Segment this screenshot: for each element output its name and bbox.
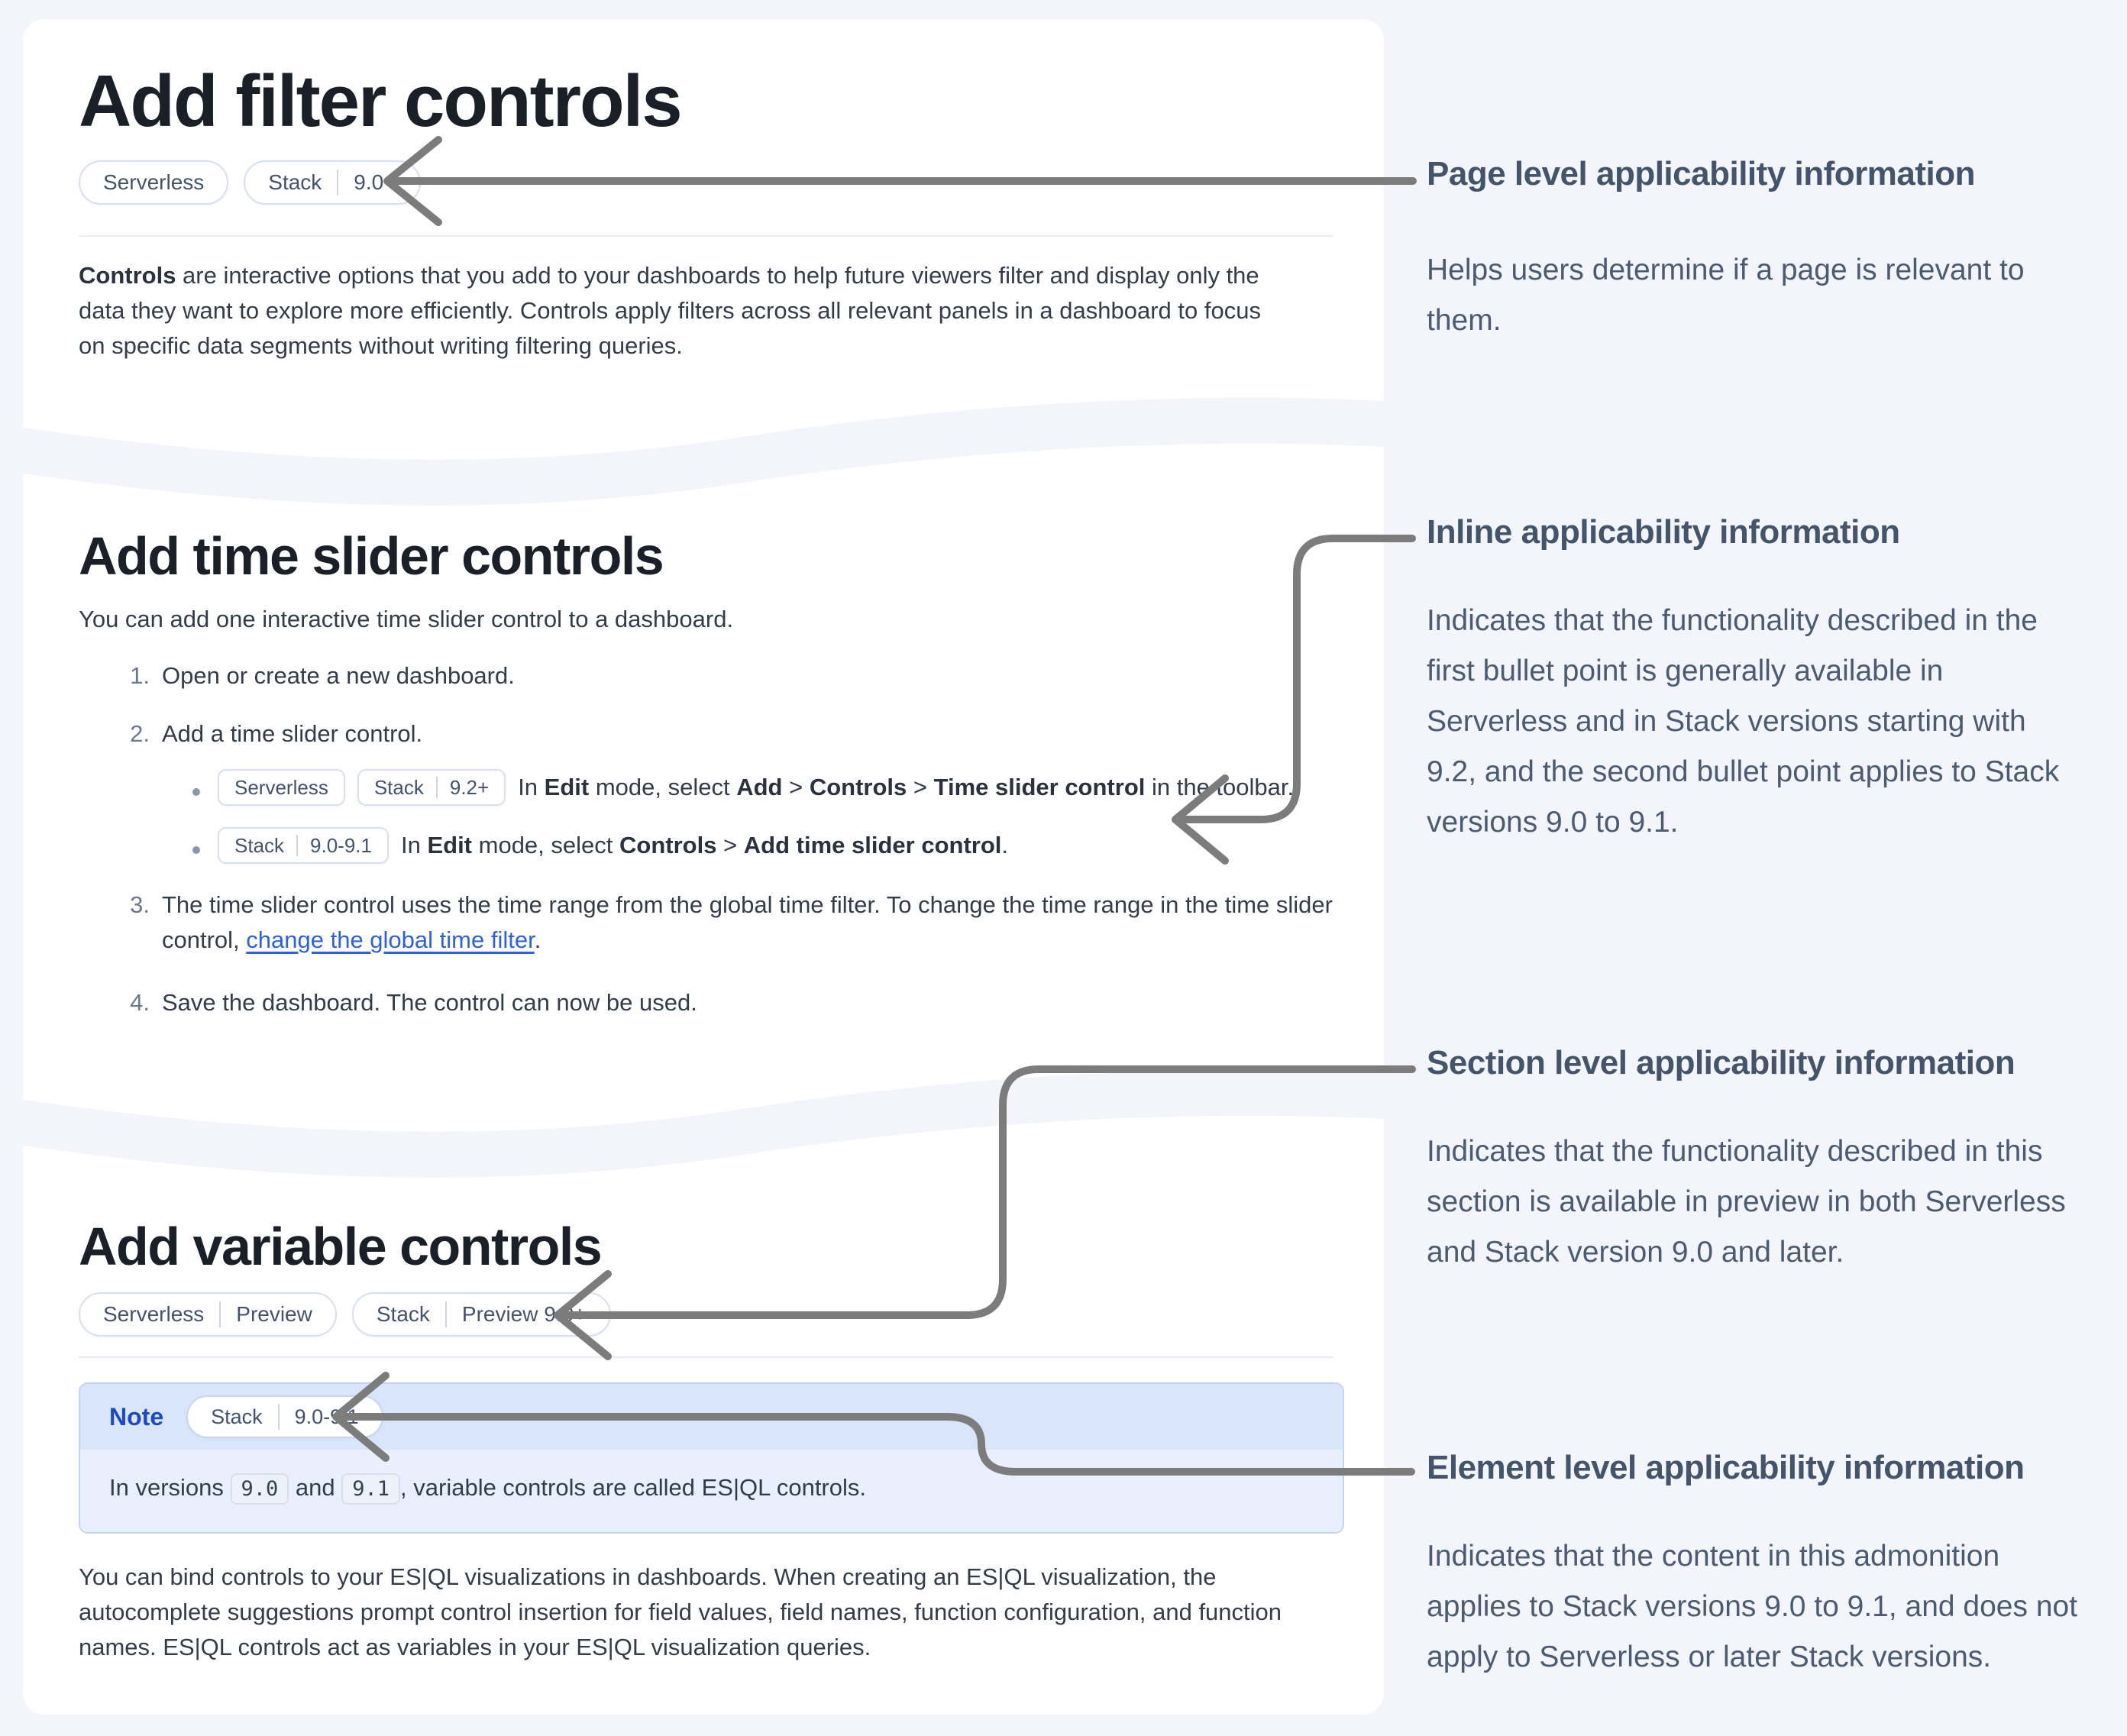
badge-label: Serverless (103, 170, 205, 194)
badge-stack-version[interactable]: Stack 9.2+ (357, 769, 506, 806)
inline-code: 9.1 (341, 1473, 401, 1505)
bullet-text: In Edit mode, select Add > Controls > Ti… (518, 774, 1295, 800)
badge-lifecycle: Preview (219, 1301, 312, 1327)
badge-label: Stack (211, 1405, 263, 1428)
section-wave-divider (23, 1069, 1384, 1178)
bullet-text: In Edit mode, select Controls > Add time… (400, 832, 1009, 858)
page-title: Add filter controls (79, 60, 683, 142)
section-title-time-slider: Add time slider controls (79, 526, 664, 586)
page-applicability-badges: Serverless Stack 9.0+ (79, 160, 421, 205)
badge-label: Stack (234, 833, 285, 857)
annotation-title: Element level applicability information (1427, 1449, 2025, 1486)
badge-label: Serverless (103, 1302, 205, 1326)
badge-serverless-preview[interactable]: Serverless Preview (79, 1292, 337, 1337)
bullet-item-stack-90-91: Stack 9.0-9.1 In Edit mode, select Contr… (218, 827, 1008, 864)
bullet-icon (192, 846, 200, 854)
badge-label: Serverless (234, 775, 328, 799)
bullet-item-serverless-92: Serverless Stack 9.2+ In Edit mode, sele… (218, 769, 1294, 806)
note-body: In versions 9.0 and 9.1, variable contro… (80, 1450, 1343, 1532)
badge-stack-version[interactable]: Stack 9.0+ (244, 160, 421, 205)
divider (79, 235, 1333, 237)
badge-label: Stack (373, 775, 424, 799)
annotation-body: Indicates that the functionality describ… (1427, 1135, 2066, 1269)
inline-code: 9.0 (230, 1473, 289, 1505)
badge-serverless[interactable]: Serverless (79, 160, 229, 205)
page-intro-paragraph: Controls are interactive options that yo… (79, 262, 1261, 359)
annotation-inline-level: Inline applicability information Indicat… (1427, 513, 2083, 848)
variable-controls-paragraph: You can bind controls to your ES|QL visu… (79, 1563, 1282, 1660)
list-number: 2. (130, 720, 150, 747)
annotation-body: Helps users determine if a page is relev… (1427, 254, 2025, 337)
list-number: 4. (130, 989, 150, 1016)
time-slider-intro: You can add one interactive time slider … (79, 606, 734, 632)
annotation-body: Indicates that the content in this admon… (1427, 1540, 2078, 1673)
section-wave-divider (23, 397, 1384, 506)
section-title-variable-controls: Add variable controls (79, 1217, 603, 1276)
badge-label: Stack (268, 170, 322, 194)
annotation-element-level: Element level applicability information … (1427, 1449, 2083, 1683)
note-label: Note (109, 1402, 164, 1431)
badge-stack-version[interactable]: Stack 9.0-9.1 (218, 827, 389, 864)
time-slider-steps: 1. Open or create a new dashboard. 2. Ad… (115, 658, 1333, 1040)
badge-version: 9.0-9.1 (296, 834, 372, 857)
divider (79, 1356, 1333, 1358)
annotation-section-level: Section level applicability information … (1427, 1044, 2083, 1278)
badge-label: Stack (376, 1302, 430, 1326)
bullet-icon (192, 788, 200, 796)
badge-version: 9.2+ (435, 776, 489, 799)
annotation-page-level: Page level applicability information Hel… (1427, 155, 2083, 346)
annotation-body: Indicates that the functionality describ… (1427, 604, 2060, 839)
badge-serverless[interactable]: Serverless (218, 769, 345, 806)
annotation-title: Inline applicability information (1427, 513, 1900, 551)
list-number: 1. (130, 662, 150, 689)
annotation-title: Section level applicability information (1427, 1044, 2015, 1081)
annotation-title: Page level applicability information (1427, 155, 1975, 192)
inline-link[interactable]: change the global time filter (246, 926, 535, 953)
list-number: 3. (130, 891, 150, 918)
